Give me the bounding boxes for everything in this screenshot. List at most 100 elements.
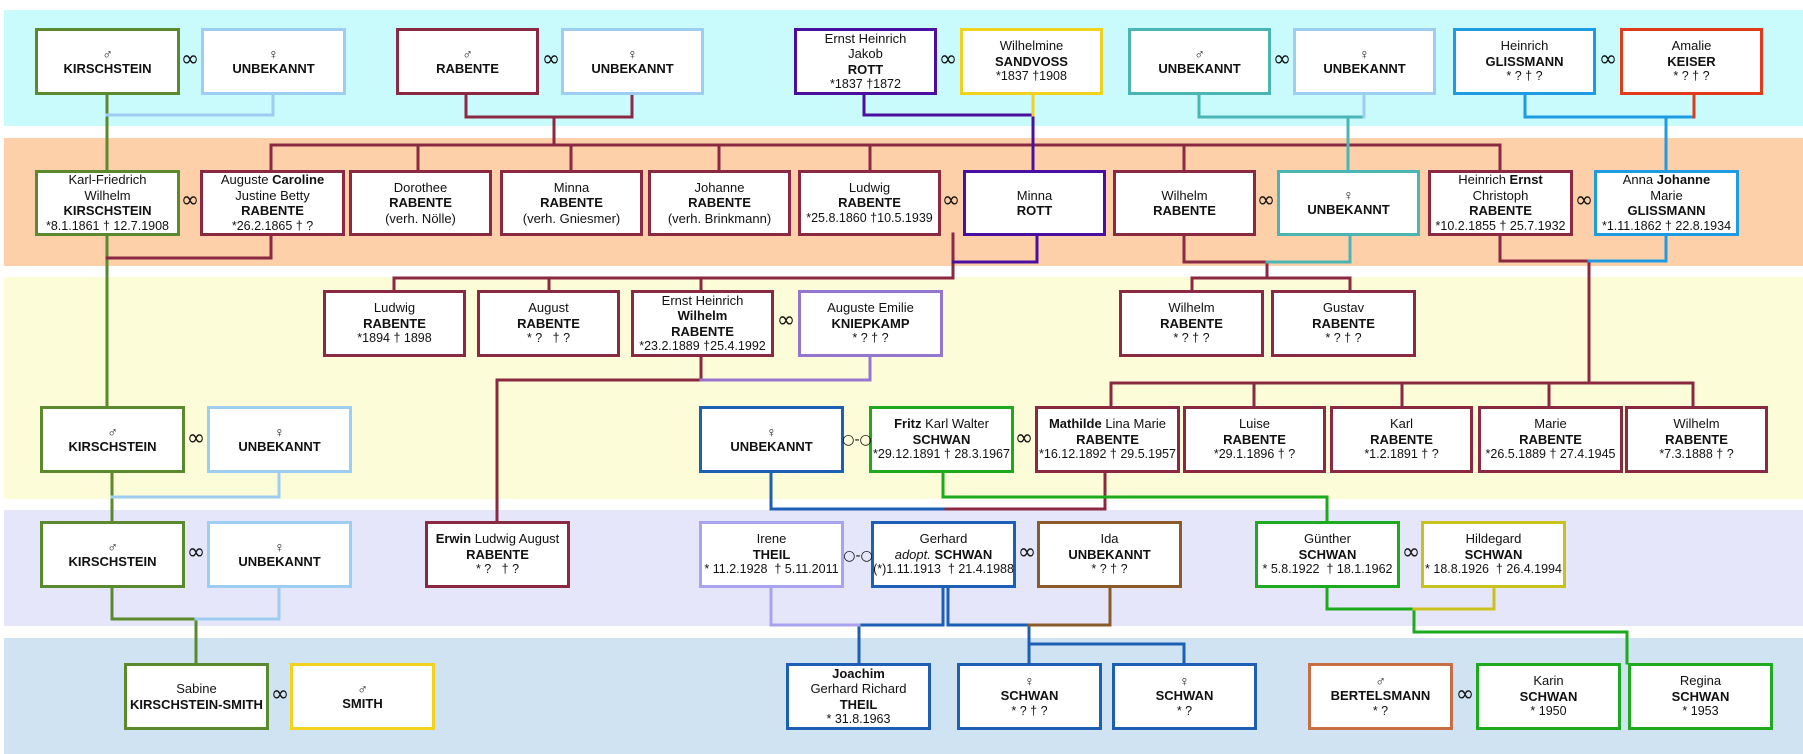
person-box-glissmann[interactable]: Anna Johanne Marie GLISSMANN *1.11.1862 … bbox=[1594, 170, 1739, 236]
person-given-name: Gerhard bbox=[919, 531, 968, 547]
person-box-theil[interactable]: Joachim Gerhard Richard THEIL * 31.8.196… bbox=[786, 663, 931, 730]
adoption-note: adopt. bbox=[894, 546, 931, 562]
person-surname: KIRSCHSTEIN-SMITH bbox=[130, 696, 263, 712]
marriage-symbol-icon: ∞ bbox=[270, 682, 290, 707]
person-box-rabente[interactable]: Mathilde Lina Marie RABENTE *16.12.1892 … bbox=[1035, 406, 1180, 473]
person-surname: RABENTE bbox=[1370, 431, 1433, 447]
person-box-kirschstein[interactable]: ♂ KIRSCHSTEIN bbox=[40, 521, 185, 588]
person-dates: * ? † ? bbox=[1011, 703, 1048, 718]
person-box-unbekannt[interactable]: ♀ UNBEKANNT bbox=[1277, 170, 1420, 236]
person-box-rabente[interactable]: August RABENTE * ? † ? bbox=[477, 290, 620, 357]
person-box-unbekannt[interactable]: ♀ UNBEKANNT bbox=[561, 28, 704, 95]
marriage-symbol-icon: ∞ bbox=[941, 188, 961, 213]
person-box-schwan[interactable]: ♀ SCHWAN * ? † ? bbox=[957, 663, 1102, 730]
person-box-unbekannt[interactable]: ♀ UNBEKANNT bbox=[699, 406, 844, 473]
person-box-rabente[interactable]: Auguste Caroline Justine Betty RABENTE *… bbox=[200, 170, 345, 236]
person-surname: RABENTE bbox=[466, 546, 529, 562]
person-box-schwan[interactable]: Regina SCHWAN * 1953 bbox=[1628, 663, 1773, 730]
given-name-bold: Wilhelm bbox=[677, 308, 728, 323]
person-box-sandvoss[interactable]: Wilhelmine SANDVOSS *1837 †1908 bbox=[960, 28, 1103, 95]
person-marriage-note: (verh. Gniesmer) bbox=[522, 210, 621, 226]
person-box-schwan[interactable]: Gerhard adopt. SCHWAN (*)1.11.1913 † 21.… bbox=[871, 521, 1016, 588]
given-name-primary: Mathilde bbox=[1048, 416, 1102, 432]
person-given-name: Joachim bbox=[832, 666, 885, 682]
person-dates: * 5.8.1922 † 18.1.1962 bbox=[1262, 562, 1393, 577]
person-box-kirschstein[interactable]: ♂ KIRSCHSTEIN bbox=[40, 406, 185, 473]
person-box-rabente[interactable]: Ludwig RABENTE *25.8.1860 †10.5.1939 bbox=[798, 170, 941, 236]
person-box-rabente[interactable]: Gustav RABENTE * ? † ? bbox=[1271, 290, 1416, 357]
person-box-rabente[interactable]: Erwin Ludwig August RABENTE * ? † ? bbox=[425, 521, 570, 588]
person-dates: *7.3.1888 † ? bbox=[1659, 447, 1734, 462]
person-given-name: Gustav bbox=[1322, 300, 1365, 316]
person-dates: *16.12.1892 † 29.5.1957 bbox=[1039, 447, 1176, 462]
person-box-unbekannt[interactable]: ♀ UNBEKANNT bbox=[207, 521, 352, 588]
person-box-unbekannt[interactable]: Ida UNBEKANNT * ? † ? bbox=[1037, 521, 1182, 588]
partnership-symbol-icon: ○-○ bbox=[843, 548, 873, 564]
person-box-rabente[interactable]: Marie RABENTE *26.5.1889 † 27.4.1945 bbox=[1478, 406, 1623, 473]
person-box-bertelsmann[interactable]: ♂ BERTELSMANN * ? bbox=[1308, 663, 1453, 730]
person-box-rabente[interactable]: Wilhelm RABENTE *7.3.1888 † ? bbox=[1625, 406, 1768, 473]
person-given-name: Anna Johanne bbox=[1623, 172, 1710, 188]
person-box-unbekannt[interactable]: ♂ UNBEKANNT bbox=[1128, 28, 1271, 95]
person-box-rabente[interactable]: Ernst Heinrich Wilhelm RABENTE *23.2.188… bbox=[631, 290, 774, 357]
person-box-keiser[interactable]: Amalie KEISER * ? † ? bbox=[1620, 28, 1763, 95]
person-box-unbekannt[interactable]: ♀ UNBEKANNT bbox=[207, 406, 352, 473]
person-surname: SCHWAN bbox=[1671, 688, 1730, 704]
person-marriage-note: (verh. Brinkmann) bbox=[667, 210, 772, 226]
person-surname: SCHWAN bbox=[1464, 546, 1523, 562]
person-given-name: Sabine bbox=[176, 681, 217, 696]
person-box-rabente[interactable]: Dorothee RABENTE (verh. Nölle) bbox=[349, 170, 492, 236]
person-surname: SCHWAN bbox=[912, 431, 971, 447]
person-box-smith[interactable]: ♂ SMITH bbox=[290, 663, 435, 730]
person-box-kirschstein-smith[interactable]: Sabine KIRSCHSTEIN-SMITH bbox=[124, 663, 269, 730]
person-given-name: Wilhelm bbox=[1673, 416, 1720, 432]
person-box-rabente[interactable]: Wilhelm RABENTE bbox=[1113, 170, 1256, 236]
person-given-name: Erwin Ludwig August bbox=[436, 531, 560, 547]
person-given-name: Fritz Karl Walter bbox=[894, 416, 989, 432]
given-name-part: Karl Walter bbox=[921, 416, 989, 432]
person-dates: * ? † ? bbox=[1673, 69, 1710, 84]
person-box-rott[interactable]: Ernst Heinrich Jakob ROTT *1837 †1872 bbox=[794, 28, 937, 95]
person-box-schwan[interactable]: Günther SCHWAN * 5.8.1922 † 18.1.1962 bbox=[1255, 521, 1400, 588]
person-box-rott[interactable]: Minna ROTT bbox=[963, 170, 1106, 236]
given-name-part: Heinrich bbox=[1458, 172, 1510, 187]
person-box-rabente[interactable]: Johanne RABENTE (verh. Brinkmann) bbox=[648, 170, 791, 236]
person-surname: SCHWAN bbox=[934, 546, 993, 562]
person-surname: RABENTE bbox=[1153, 203, 1216, 218]
person-box-rabente[interactable]: Heinrich Ernst Christoph RABENTE *10.2.1… bbox=[1428, 170, 1573, 236]
person-dates: *10.2.1855 † 25.7.1932 bbox=[1435, 218, 1566, 233]
person-given-name: Auguste Caroline bbox=[221, 172, 324, 188]
person-box-rabente[interactable]: Karl RABENTE *1.2.1891 † ? bbox=[1330, 406, 1473, 473]
person-surname: ROTT bbox=[847, 61, 884, 77]
given-name-primary: Fritz bbox=[894, 416, 922, 432]
person-given-name-extra: Justine Betty bbox=[235, 187, 310, 203]
person-surname: GLISSMANN bbox=[1485, 53, 1564, 69]
person-dates: *8.1.1861 † 12.7.1908 bbox=[45, 218, 170, 233]
person-box-schwan[interactable]: Karin SCHWAN * 1950 bbox=[1476, 663, 1621, 730]
person-box-schwan[interactable]: Hildegard SCHWAN * 18.8.1926 † 26.4.1994 bbox=[1421, 521, 1566, 588]
person-box-theil[interactable]: Irene THEIL * 11.2.1928 † 5.11.2011 bbox=[699, 521, 844, 588]
person-given-name: Irene bbox=[756, 531, 787, 547]
person-dates: * 11.2.1928 † 5.11.2011 bbox=[704, 562, 839, 577]
person-box-kirschstein[interactable]: ♂ KIRSCHSTEIN bbox=[35, 28, 180, 95]
person-box-rabente[interactable]: Minna RABENTE (verh. Gniesmer) bbox=[500, 170, 643, 236]
person-box-rabente[interactable]: ♂ RABENTE bbox=[396, 28, 539, 95]
person-surname: RABENTE bbox=[241, 203, 304, 218]
person-surname: RABENTE bbox=[1665, 431, 1728, 447]
person-box-schwan[interactable]: Fritz Karl Walter SCHWAN *29.12.1891 † 2… bbox=[869, 406, 1014, 473]
person-surname: UNBEKANNT bbox=[1307, 202, 1390, 218]
person-surname: UNBEKANNT bbox=[238, 553, 321, 569]
person-surname: KNIEPKAMP bbox=[831, 315, 910, 331]
person-box-rabente[interactable]: Luise RABENTE *29.1.1896 † ? bbox=[1183, 406, 1326, 473]
person-box-unbekannt[interactable]: ♀ UNBEKANNT bbox=[1293, 28, 1436, 95]
person-box-kniepkamp[interactable]: Auguste Emilie KNIEPKAMP * ? † ? bbox=[798, 290, 943, 357]
person-box-kirschstein[interactable]: Karl-Friedrich Wilhelm KIRSCHSTEIN *8.1.… bbox=[35, 170, 180, 236]
person-box-unbekannt[interactable]: ♀ UNBEKANNT bbox=[201, 28, 346, 95]
person-box-rabente[interactable]: Ludwig RABENTE *1894 † 1898 bbox=[323, 290, 466, 357]
person-box-schwan[interactable]: ♀ SCHWAN * ? bbox=[1112, 663, 1257, 730]
person-box-glissmann[interactable]: Heinrich GLISSMANN * ? † ? bbox=[1453, 28, 1596, 95]
person-dates: * ? bbox=[1372, 703, 1389, 718]
person-given-name: Minna bbox=[1016, 187, 1053, 203]
person-box-rabente[interactable]: Wilhelm RABENTE * ? † ? bbox=[1119, 290, 1264, 357]
